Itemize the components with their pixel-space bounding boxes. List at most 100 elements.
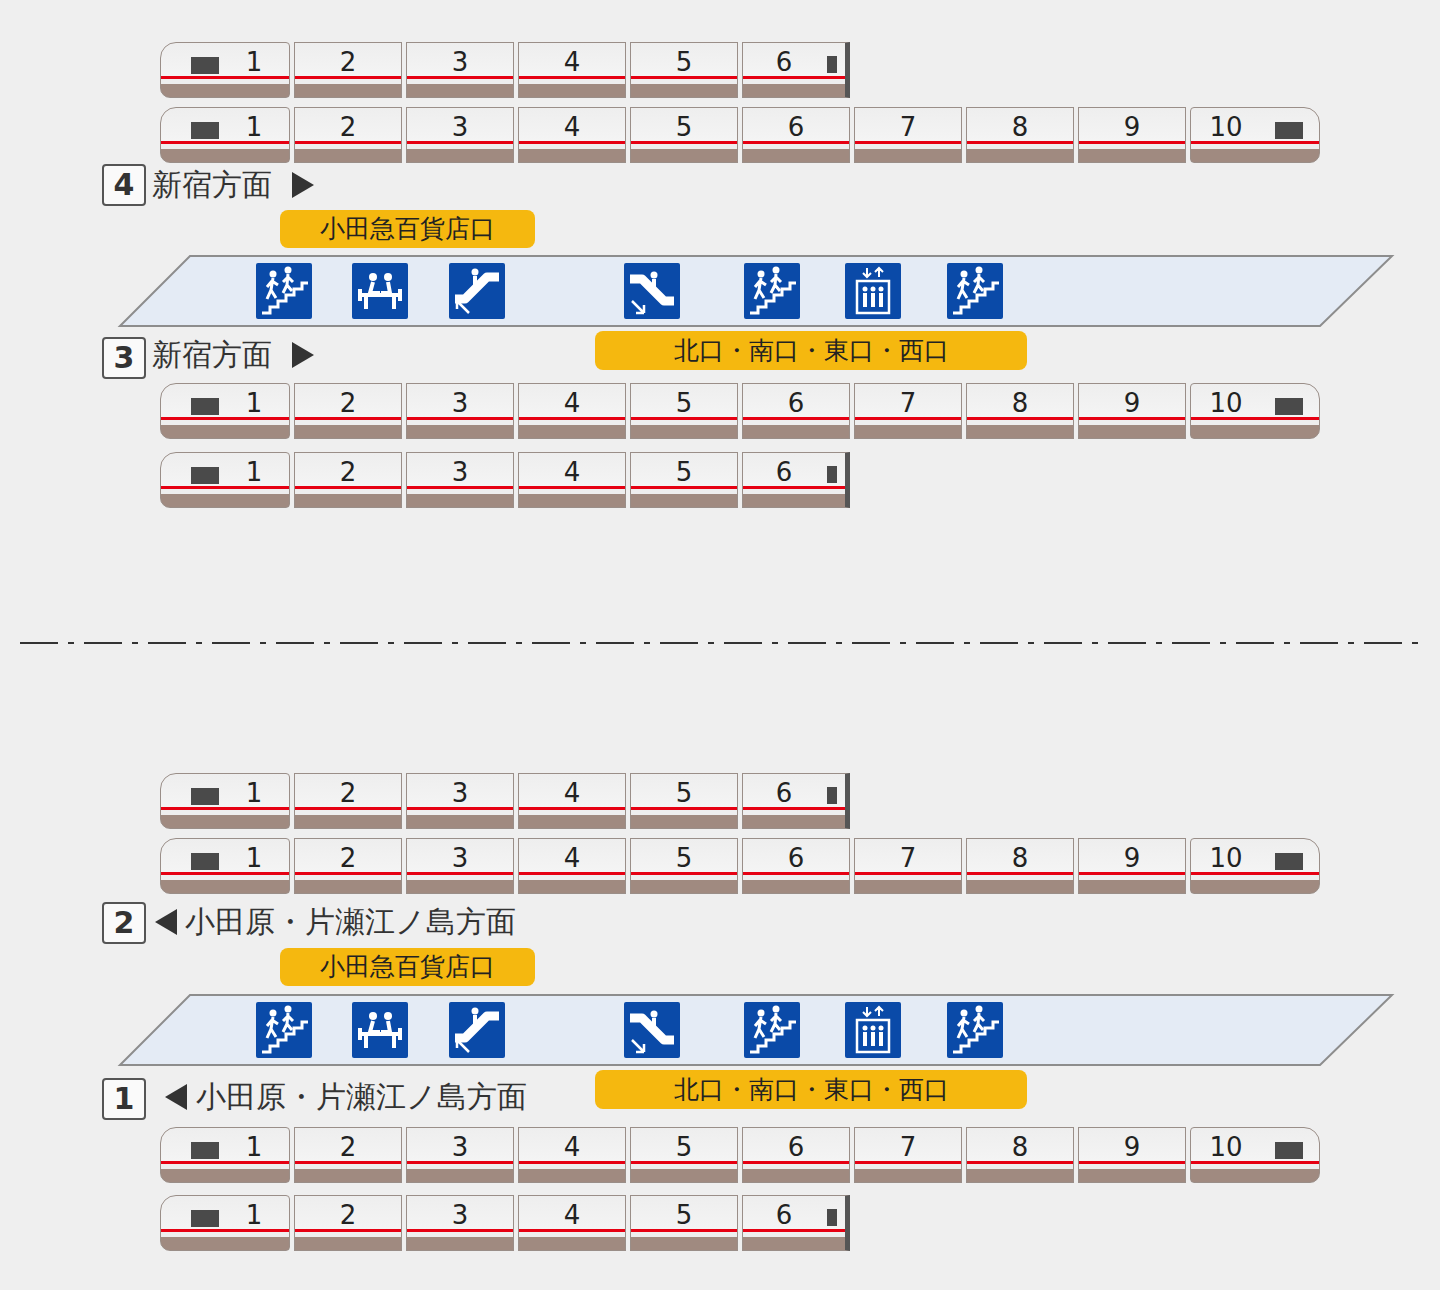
- car-number: 8: [967, 388, 1073, 418]
- exit-sign: 小田急百貨店口: [280, 948, 535, 986]
- train-car: 1: [160, 107, 290, 163]
- train-car: 3: [406, 1195, 514, 1251]
- train-car: 2: [294, 773, 402, 829]
- train-car: 2: [294, 1127, 402, 1183]
- train-car: 2: [294, 1195, 402, 1251]
- track-number-box: 3: [102, 337, 146, 379]
- train-car: 10: [1190, 838, 1320, 894]
- car-window: [191, 467, 219, 484]
- car-window: [1275, 122, 1303, 139]
- train-car: 5: [630, 838, 738, 894]
- train-car: 6: [742, 1127, 850, 1183]
- car-number: 6: [743, 1132, 849, 1162]
- train-car: 5: [630, 107, 738, 163]
- train-car: 7: [854, 383, 962, 439]
- track-number-box: 1: [102, 1078, 146, 1120]
- car-number: 3: [407, 1200, 513, 1230]
- train-car: 7: [854, 838, 962, 894]
- car-number: 5: [631, 843, 737, 873]
- car-window: [191, 1210, 219, 1227]
- car-number: 3: [407, 778, 513, 808]
- train-car: 1: [160, 452, 290, 508]
- train-car: 1: [160, 773, 290, 829]
- car-number: 1: [219, 1200, 289, 1230]
- train-car: 2: [294, 452, 402, 508]
- car-number: 6: [743, 47, 825, 77]
- track-number: 2: [114, 908, 135, 938]
- train-car: 1: [160, 42, 290, 98]
- car-number: 2: [295, 1132, 401, 1162]
- car-number: 9: [1079, 112, 1185, 142]
- train-car: 10: [1190, 383, 1320, 439]
- car-window: [827, 56, 837, 73]
- car-number: 4: [519, 1200, 625, 1230]
- train-car: 6: [742, 452, 850, 508]
- car-number: 6: [743, 778, 825, 808]
- separator: [20, 642, 1420, 644]
- train-car: 4: [518, 1127, 626, 1183]
- train-car: 6: [742, 383, 850, 439]
- car-number: 3: [407, 457, 513, 487]
- car-number: 3: [407, 112, 513, 142]
- car-window: [191, 122, 219, 139]
- train-car: 6: [742, 773, 850, 829]
- train-car: 5: [630, 1195, 738, 1251]
- train-car: 8: [966, 107, 1074, 163]
- train-car: 3: [406, 452, 514, 508]
- train-car: 4: [518, 1195, 626, 1251]
- train-car: 6: [742, 838, 850, 894]
- car-number: 4: [519, 457, 625, 487]
- train-car: 2: [294, 42, 402, 98]
- train-car: 4: [518, 773, 626, 829]
- train-car: 4: [518, 42, 626, 98]
- car-number: 1: [219, 1132, 289, 1162]
- train-car: 1: [160, 1127, 290, 1183]
- train-car: 4: [518, 838, 626, 894]
- train-car: 9: [1078, 1127, 1186, 1183]
- train-car: 10: [1190, 1127, 1320, 1183]
- car-window: [827, 787, 837, 804]
- car-number: 4: [519, 1132, 625, 1162]
- train-car: 7: [854, 1127, 962, 1183]
- car-window: [191, 788, 219, 805]
- car-number: 4: [519, 843, 625, 873]
- car-number: 10: [1191, 112, 1261, 142]
- car-window: [827, 466, 837, 483]
- train-car: 4: [518, 452, 626, 508]
- train-car: 8: [966, 1127, 1074, 1183]
- car-number: 9: [1079, 1132, 1185, 1162]
- car-number: 6: [743, 388, 849, 418]
- car-window: [1275, 398, 1303, 415]
- car-number: 7: [855, 1132, 961, 1162]
- train-car: 3: [406, 838, 514, 894]
- train-car: 3: [406, 383, 514, 439]
- train-car: 3: [406, 773, 514, 829]
- car-number: 8: [967, 112, 1073, 142]
- car-number: 10: [1191, 388, 1261, 418]
- train-car: 4: [518, 383, 626, 439]
- car-window: [191, 57, 219, 74]
- track-number-box: 2: [102, 902, 146, 944]
- car-number: 1: [219, 778, 289, 808]
- car-number: 5: [631, 457, 737, 487]
- car-number: 4: [519, 388, 625, 418]
- train-car: 5: [630, 42, 738, 98]
- train-car: 8: [966, 838, 1074, 894]
- train-car: 6: [742, 1195, 850, 1251]
- track-number-box: 4: [102, 164, 146, 206]
- car-number: 5: [631, 388, 737, 418]
- car-window: [827, 1209, 837, 1226]
- car-number: 6: [743, 843, 849, 873]
- train-car: 2: [294, 383, 402, 439]
- direction-label: 小田原・片瀬江ノ島方面: [185, 904, 516, 940]
- train-car: 2: [294, 107, 402, 163]
- train-car: 3: [406, 107, 514, 163]
- exit-sign: 小田急百貨店口: [280, 210, 535, 248]
- train-car: 5: [630, 383, 738, 439]
- train-car: 9: [1078, 838, 1186, 894]
- direction-label: 小田原・片瀬江ノ島方面: [196, 1079, 527, 1115]
- train-car: 9: [1078, 383, 1186, 439]
- train-car: 2: [294, 838, 402, 894]
- car-window: [191, 398, 219, 415]
